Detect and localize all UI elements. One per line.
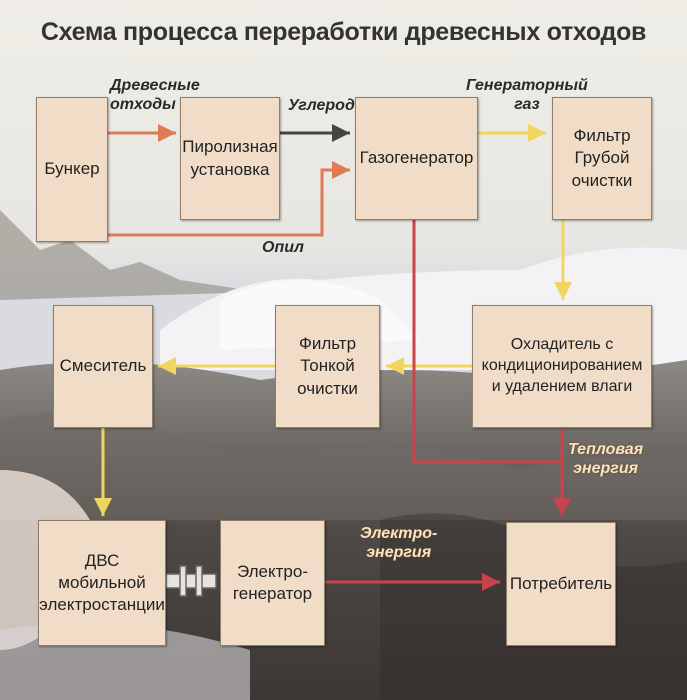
bunker-box: Бункер xyxy=(36,97,108,242)
diagram-title: Схема процесса переработки древесных отх… xyxy=(40,18,647,46)
fine-filter-box: Фильтр Тонкой очистки xyxy=(275,305,380,428)
label-wood-waste: Древесные отходы xyxy=(110,77,200,114)
consumer-box: Потребитель xyxy=(506,522,616,646)
label-producer-gas: Генераторный газ xyxy=(466,77,588,114)
generator-box: Электро- генератор xyxy=(220,520,325,646)
shaft-coupling xyxy=(165,565,217,597)
arrow-heat-to-consumer xyxy=(412,220,571,516)
gasifier-box: Газогенератор xyxy=(355,97,478,220)
coarse-filter-box: Фильтр Грубой очистки xyxy=(552,97,652,220)
label-charcoal: Углерод xyxy=(288,97,355,114)
arrow-sawdust-to-gasifier xyxy=(108,161,350,237)
label-electricity: Электро- энергия xyxy=(360,525,438,562)
label-sawdust: Опил xyxy=(262,239,304,256)
pyrolysis-box: Пиролизная установка xyxy=(180,97,280,220)
mixer-box: Смеситель xyxy=(53,305,153,428)
engine-box: ДВС мобильной электростанции xyxy=(38,520,166,646)
cooler-box: Охладитель с кондиционированием и удален… xyxy=(472,305,652,428)
label-heat: Тепловая энергия xyxy=(568,441,644,478)
